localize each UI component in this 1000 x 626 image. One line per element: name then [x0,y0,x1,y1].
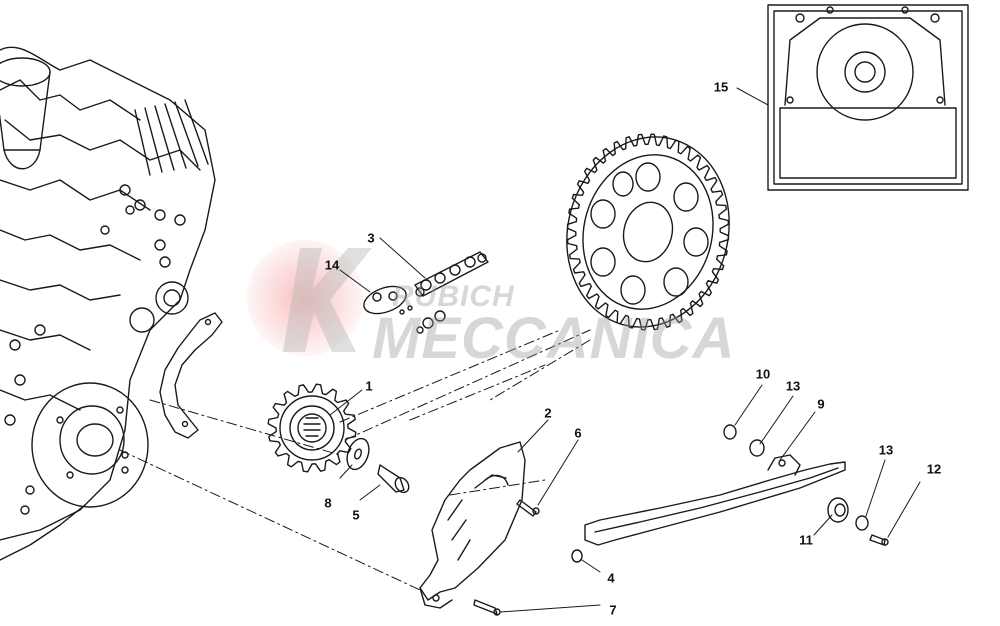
front-sprocket [267,383,357,473]
washer [346,437,370,471]
washer-13-top [749,439,765,457]
engine-block [0,46,216,561]
cover-bolt-bottom [473,599,501,616]
callout-1: 1 [365,378,373,394]
callout-8: 8 [324,495,332,511]
callout-13-bottom: 13 [878,442,894,458]
watermark-logo-k [283,248,372,352]
rear-sprocket [566,133,730,331]
chain-slider [584,454,846,546]
callout-6: 6 [574,425,582,441]
callout-5: 5 [352,507,360,523]
callout-13-top: 13 [785,378,801,394]
spacer [571,549,583,563]
slider-bolt [869,534,889,546]
callout-15: 15 [713,79,729,95]
chain-roller [827,497,849,523]
watermark-text-top: RUBICH [392,280,515,313]
callout-12: 12 [926,461,942,477]
cover-bolt-top [516,499,540,517]
washer-10 [723,424,737,440]
callout-7: 7 [609,602,617,618]
callout-14: 14 [324,257,340,273]
drive-chain [414,251,489,297]
assembly-lines [119,329,591,591]
leader-lines [329,87,921,613]
watermark-text-bottom: MECCANICA [372,306,736,371]
watermark-logo-circle [247,240,363,356]
sprocket-cover [419,441,526,609]
callout-2: 2 [544,405,552,421]
inset-detail-box [767,4,969,191]
sprocket-bolt [377,464,410,494]
callout-3: 3 [367,230,375,246]
callout-9: 9 [817,396,825,412]
sprocket-cover-gasket [159,312,223,439]
chain-master-link [363,285,446,334]
callout-4: 4 [607,570,615,586]
callout-11: 11 [799,532,813,548]
callout-10: 10 [755,366,771,382]
washer-13-bottom [855,515,869,531]
